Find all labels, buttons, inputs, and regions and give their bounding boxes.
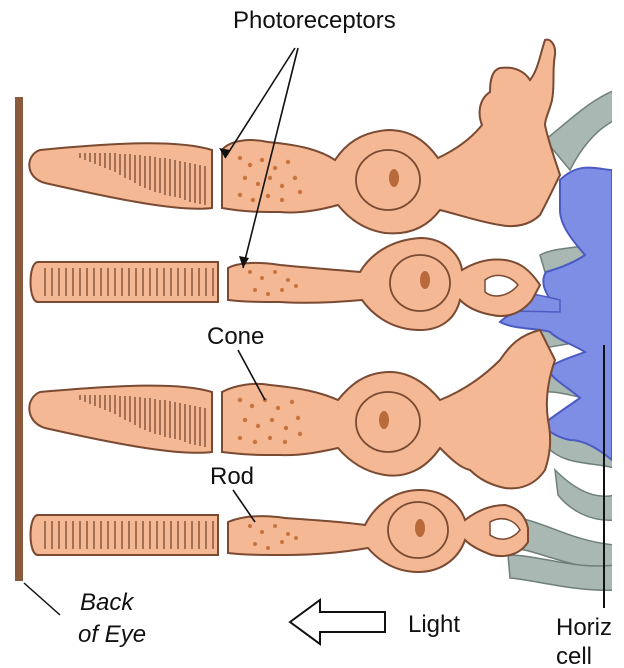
cone-photoreceptor-2 xyxy=(29,330,555,488)
back-of-eye-label-line1: Back xyxy=(80,589,135,616)
cone-label: Cone xyxy=(207,323,264,350)
horizontal-cell-label-line1: Horiz xyxy=(556,614,612,641)
photoreceptors-label: Photoreceptors xyxy=(233,7,396,34)
rod-label: Rod xyxy=(210,463,254,490)
back-of-eye-layer xyxy=(15,97,23,581)
light-label: Light xyxy=(408,611,460,638)
horizontal-cell-label-line2: cell xyxy=(556,643,592,668)
left-arrow-outline-icon xyxy=(290,600,385,644)
back-of-eye-label-line2: of Eye xyxy=(78,621,146,648)
cone-photoreceptor-1 xyxy=(29,40,560,234)
rod-photoreceptor-2 xyxy=(31,490,529,572)
rod-photoreceptor-1 xyxy=(31,238,541,330)
back-of-eye-pointer xyxy=(24,583,60,615)
